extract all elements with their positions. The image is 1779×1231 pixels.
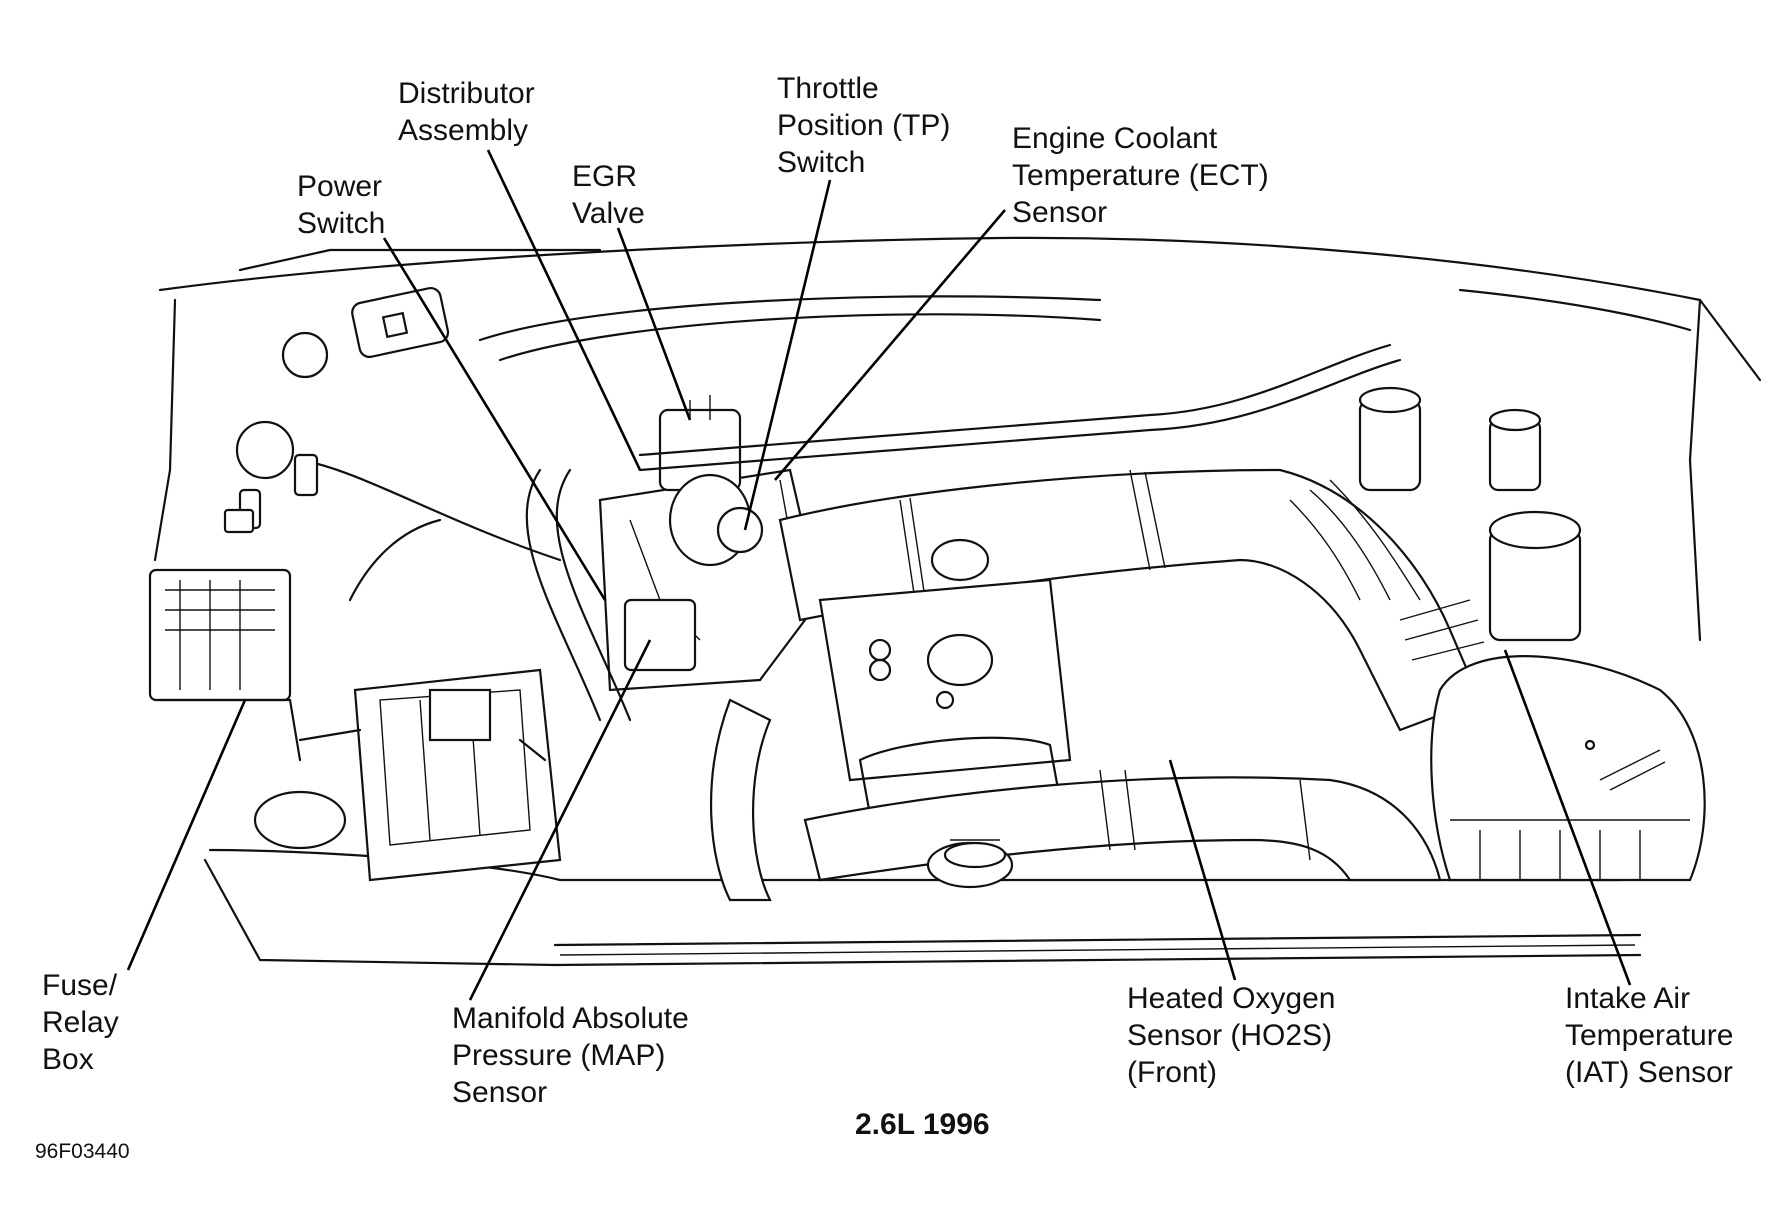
hoses-drawing [298,295,1402,902]
label-intake-air-temperature-sensor: Intake Air Temperature (IAT) Sensor [1565,982,1734,1089]
leader-fuse-box [126,699,247,971]
figure-code: 96F03440 [35,1140,130,1163]
leader-distributor [486,149,642,471]
label-egr-valve: EGR Valve [572,160,645,230]
intake-plenum-drawing [598,395,822,692]
label-manifold-absolute-pressure-sensor: Manifold Absolute Pressure (MAP) Sensor [452,1002,689,1109]
battery-drawing [253,668,562,882]
hood-outline [153,236,1762,642]
leader-ho2s [1168,759,1237,981]
label-engine-coolant-temperature-sensor: Engine Coolant Temperature (ECT) Sensor [1012,122,1269,229]
fuse-relay-box-drawing [148,568,302,762]
diagram-caption: 2.6L 1996 [855,1108,990,1141]
label-fuse-relay-box: Fuse/ Relay Box [42,969,119,1076]
leader-iat [1503,649,1632,986]
radiator-cap-drawing [943,839,1007,869]
leader-egr [616,227,692,421]
leader-lines [126,149,1632,1001]
reservoirs-drawing [1358,386,1582,642]
label-heated-oxygen-sensor: Heated Oxygen Sensor (HO2S) (Front) [1127,982,1336,1089]
label-power-switch: Power Switch [297,170,386,240]
label-throttle-position-switch: Throttle Position (TP) Switch [777,72,951,179]
lower-duct-drawing [803,769,1442,889]
leader-ect [774,209,1006,481]
leader-map [468,639,652,1001]
air-cleaner-drawing [1430,655,1706,882]
leader-tps [743,179,832,531]
leader-power-switch [382,237,607,601]
wiper-motor-drawing [223,286,450,534]
valve-cover-drawing [818,578,1072,817]
label-distributor-assembly: Distributor Assembly [398,77,535,147]
